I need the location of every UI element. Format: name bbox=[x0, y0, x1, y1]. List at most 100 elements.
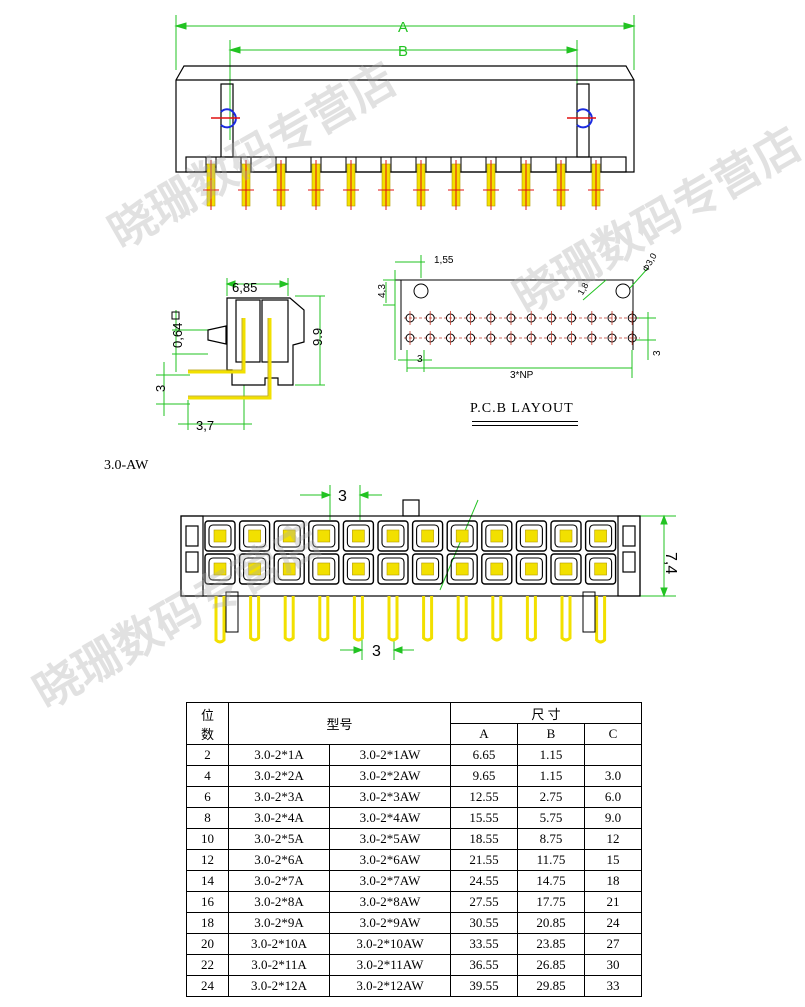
front-housing bbox=[180, 499, 641, 597]
cell-pos: 16 bbox=[186, 891, 229, 913]
cell-b: 1.15 bbox=[517, 765, 585, 787]
cell-a: 39.55 bbox=[450, 975, 518, 997]
front-contact bbox=[317, 529, 331, 543]
side-pitch-label: 3 bbox=[153, 385, 168, 392]
cell-b: 29.85 bbox=[517, 975, 585, 997]
pcb-title-underline bbox=[472, 421, 578, 422]
top-pin-row bbox=[203, 156, 604, 210]
cell-model-aw: 3.0-2*11AW bbox=[329, 954, 451, 976]
cell-model-aw: 3.0-2*10AW bbox=[329, 933, 451, 955]
front-cavity bbox=[411, 553, 444, 585]
cell-model-a: 3.0-2*8A bbox=[228, 891, 330, 913]
cell-c: 21 bbox=[584, 891, 642, 913]
front-cavity bbox=[273, 553, 305, 585]
cell-b: 8.75 bbox=[517, 828, 585, 850]
front-contact bbox=[352, 562, 365, 576]
pcb-pin-holes bbox=[404, 311, 640, 345]
front-top-pitch-label: 3 bbox=[338, 488, 347, 505]
front-cavity bbox=[481, 520, 513, 552]
front-cavity-inner bbox=[519, 557, 543, 581]
cell-model-a: 3.0-2*11A bbox=[228, 954, 330, 976]
cell-b: 17.75 bbox=[517, 891, 585, 913]
cell-model-aw: 3.0-2*1AW bbox=[329, 744, 451, 766]
side-dimensions bbox=[156, 278, 325, 430]
front-pin-row bbox=[214, 596, 607, 644]
cell-model-aw: 3.0-2*8AW bbox=[329, 891, 451, 913]
dimension-a bbox=[174, 15, 636, 140]
front-cavity-inner bbox=[450, 557, 474, 581]
front-contact bbox=[248, 529, 261, 543]
front-contact bbox=[386, 562, 400, 576]
header-model: 型号 bbox=[228, 702, 451, 745]
pcb-diag-label: 1,8 bbox=[576, 281, 591, 297]
pcb-dimensions bbox=[383, 255, 656, 378]
pcb-title-underline-2 bbox=[472, 425, 578, 426]
variant-caption: 3.0-AW bbox=[104, 458, 149, 473]
front-height-label: 7,4 bbox=[662, 552, 679, 574]
front-cavity bbox=[411, 520, 444, 552]
cell-pos: 12 bbox=[186, 849, 229, 871]
cell-model-a: 3.0-2*5A bbox=[228, 828, 330, 850]
front-contact bbox=[248, 562, 261, 576]
front-cavity bbox=[446, 553, 478, 585]
front-cavity bbox=[342, 520, 375, 552]
front-contact bbox=[559, 529, 573, 543]
cell-c: 33 bbox=[584, 975, 642, 997]
side-view: 6,85 9.9 0,64 3 3,7 bbox=[153, 278, 325, 433]
front-cavity-inner bbox=[589, 524, 613, 548]
front-cavity bbox=[584, 553, 617, 585]
front-cavity bbox=[584, 520, 617, 552]
front-cavity bbox=[481, 553, 513, 585]
front-contact-grid bbox=[204, 520, 617, 585]
cell-c: 3.0 bbox=[584, 765, 642, 787]
side-offset-label: 0,64 bbox=[170, 323, 185, 348]
cell-model-aw: 3.0-2*2AW bbox=[329, 765, 451, 787]
pcb-vertical-label: 4,3 bbox=[377, 284, 388, 298]
cell-a: 6.65 bbox=[450, 744, 518, 766]
cell-pos: 8 bbox=[186, 807, 229, 829]
front-pin bbox=[318, 596, 330, 642]
side-width-label: 6,85 bbox=[232, 280, 257, 295]
front-cavity-inner bbox=[277, 524, 301, 548]
cell-a: 24.55 bbox=[450, 870, 518, 892]
front-cavity-inner bbox=[243, 524, 267, 548]
front-cavity-inner bbox=[554, 524, 578, 548]
front-cavity-inner bbox=[554, 557, 578, 581]
front-contact bbox=[352, 529, 365, 543]
cell-model-aw: 3.0-2*12AW bbox=[329, 975, 451, 997]
cell-b: 26.85 bbox=[517, 954, 585, 976]
cell-a: 21.55 bbox=[450, 849, 518, 871]
front-pin bbox=[525, 596, 537, 642]
cell-c: 6.0 bbox=[584, 786, 642, 808]
header-pos-line1: 位 bbox=[200, 707, 214, 723]
cell-pos: 2 bbox=[186, 744, 229, 766]
cell-c: 24 bbox=[584, 912, 642, 934]
front-cavity-inner bbox=[485, 524, 509, 548]
cell-a: 33.55 bbox=[450, 933, 518, 955]
front-cavity-inner bbox=[277, 557, 301, 581]
cell-pos: 6 bbox=[186, 786, 229, 808]
front-contact bbox=[282, 529, 296, 543]
front-contact bbox=[421, 562, 434, 576]
cell-b: 14.75 bbox=[517, 870, 585, 892]
cell-c: 12 bbox=[584, 828, 642, 850]
dim-b-label: B bbox=[398, 43, 408, 60]
side-bottom-label: 3,7 bbox=[196, 418, 214, 433]
cell-a: 27.55 bbox=[450, 891, 518, 913]
cell-pos: 4 bbox=[186, 765, 229, 787]
cell-a: 36.55 bbox=[450, 954, 518, 976]
front-contact bbox=[490, 529, 504, 543]
front-cavity-inner bbox=[416, 557, 440, 581]
front-contact bbox=[525, 562, 538, 576]
top-view: A B bbox=[174, 15, 636, 210]
front-cavity-inner bbox=[381, 524, 405, 548]
front-pin bbox=[352, 596, 364, 642]
side-height-label: 9.9 bbox=[310, 328, 325, 346]
top-latch-markers bbox=[211, 108, 596, 129]
